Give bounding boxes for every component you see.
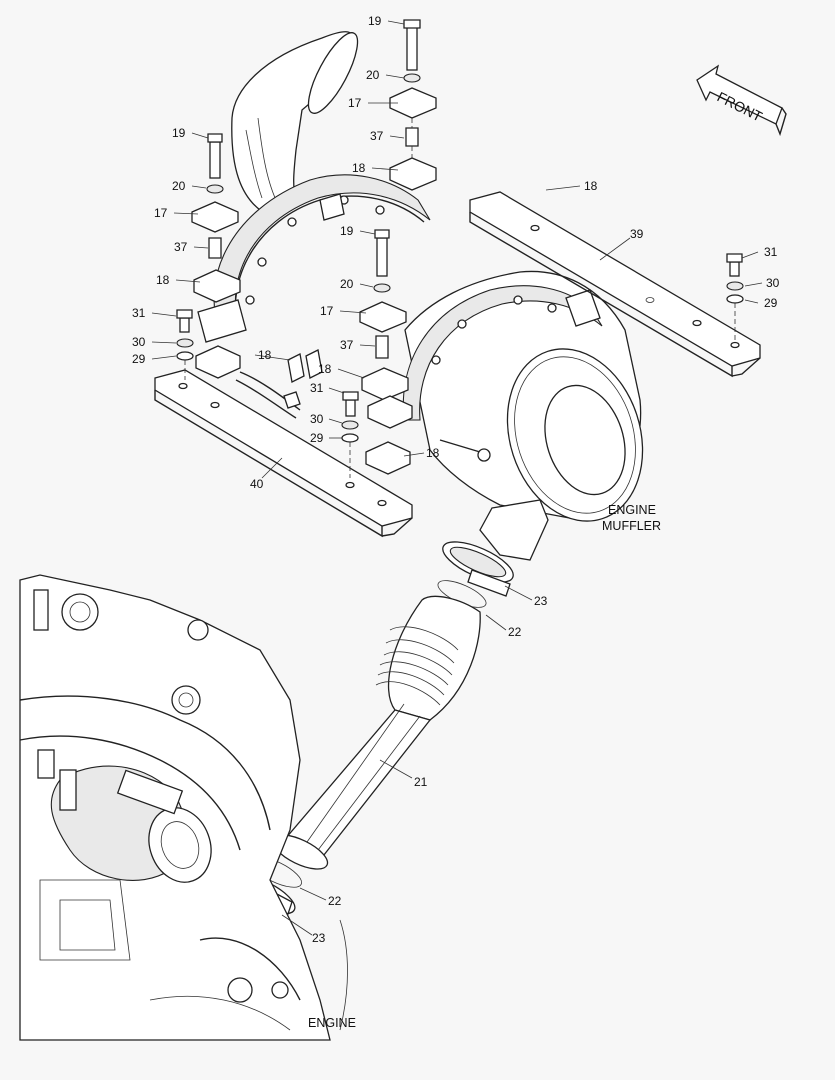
callout-29: 29 — [764, 296, 778, 310]
front-arrow: FRONT — [696, 64, 787, 137]
callout-29: 29 — [132, 352, 146, 366]
callout-23: 23 — [312, 931, 326, 945]
hardware-stack-c — [359, 229, 409, 401]
hardware-stack-d — [365, 395, 413, 475]
support-bracket-40 — [154, 369, 413, 538]
leader-lines — [151, 20, 763, 936]
callout-18: 18 — [584, 179, 598, 193]
callout-37: 37 — [174, 240, 188, 254]
callout-17: 17 — [154, 206, 168, 220]
callout-30: 30 — [132, 335, 146, 349]
callout-29: 29 — [310, 431, 324, 445]
engine-muffler — [402, 270, 644, 561]
callout-17: 17 — [320, 304, 334, 318]
hardware-stack-b — [191, 133, 241, 303]
muffler-label-line1: ENGINE — [608, 503, 656, 517]
callout-20: 20 — [366, 68, 380, 82]
callout-20: 20 — [172, 179, 186, 193]
hardware-stack-f — [341, 391, 359, 478]
callout-19: 19 — [172, 126, 186, 140]
callout-18: 18 — [352, 161, 366, 175]
callout-19: 19 — [340, 224, 354, 238]
callout-22: 22 — [328, 894, 342, 908]
callout-39: 39 — [630, 227, 644, 241]
callout-18: 18 — [426, 446, 440, 460]
callout-19: 19 — [368, 14, 382, 28]
exhaust-stack — [231, 31, 359, 211]
callout-labels: 19 20 17 37 18 18 39 19 20 17 37 18 19 2… — [132, 14, 780, 945]
hardware-stack-e — [176, 309, 241, 380]
callout-21: 21 — [414, 775, 428, 789]
callout-23: 23 — [534, 594, 548, 608]
callout-31: 31 — [132, 306, 146, 320]
callout-40: 40 — [250, 477, 264, 491]
callout-17: 17 — [348, 96, 362, 110]
callout-30: 30 — [310, 412, 324, 426]
callout-37: 37 — [370, 129, 384, 143]
callout-37: 37 — [340, 338, 354, 352]
hardware-stack-g — [726, 253, 744, 340]
callout-31: 31 — [764, 245, 778, 259]
muffler-label-line2: MUFFLER — [602, 519, 661, 533]
support-bracket-39 — [469, 191, 761, 378]
callout-18: 18 — [156, 273, 170, 287]
callout-20: 20 — [340, 277, 354, 291]
engine-label: ENGINE — [308, 1016, 356, 1030]
clamp-hardware-bundle — [235, 349, 323, 419]
engine-assembly — [19, 574, 348, 1041]
hardware-stack-a — [389, 19, 437, 191]
callout-30: 30 — [766, 276, 780, 290]
callout-31: 31 — [310, 381, 324, 395]
callout-22: 22 — [508, 625, 522, 639]
callout-18: 18 — [258, 348, 272, 362]
callout-18: 18 — [318, 362, 332, 376]
